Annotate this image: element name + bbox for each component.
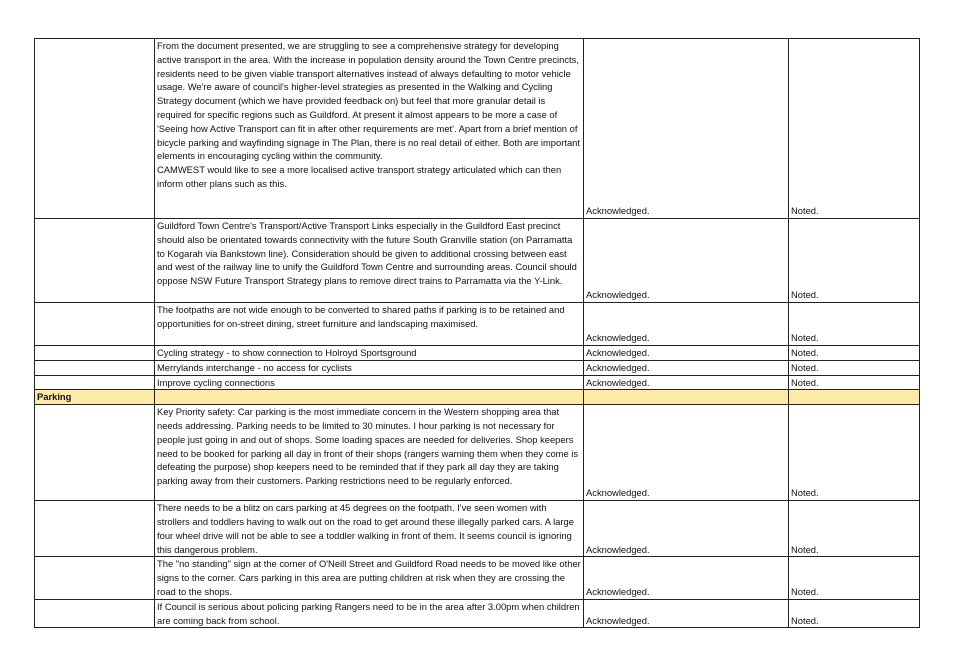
response-cell: Acknowledged.	[583, 218, 789, 303]
category-cell	[34, 38, 155, 219]
table-row: There needs to be a blitz on cars parkin…	[34, 500, 920, 558]
category-cell	[34, 556, 155, 600]
table-row: If Council is serious about policing par…	[34, 598, 920, 629]
response-cell: Acknowledged.	[583, 38, 789, 219]
table-row: Guildford Town Centre's Transport/Active…	[34, 218, 920, 303]
response-cell: Acknowledged.	[583, 302, 789, 346]
response-cell: Acknowledged.	[583, 404, 789, 502]
comment-cell: There needs to be a blitz on cars parkin…	[154, 500, 584, 558]
comment-cell: The "no standing" sign at the corner of …	[154, 556, 584, 600]
comment-cell: Merrylands interchange - no access for c…	[154, 359, 584, 376]
action-cell: Noted.	[788, 404, 920, 502]
table-row: Merrylands interchange - no access for c…	[34, 359, 920, 376]
category-cell	[34, 598, 155, 629]
comment-cell	[154, 389, 584, 406]
response-cell	[583, 389, 789, 406]
response-cell: Acknowledged.	[583, 500, 789, 558]
table-row: The "no standing" sign at the corner of …	[34, 556, 920, 600]
comment-cell: Improve cycling connections	[154, 374, 584, 391]
table-row: The footpaths are not wide enough to be …	[34, 302, 920, 346]
category-cell	[34, 404, 155, 502]
comment-cell: The footpaths are not wide enough to be …	[154, 302, 584, 346]
response-cell: Acknowledged.	[583, 556, 789, 600]
action-cell: Noted.	[788, 598, 920, 629]
action-cell: Noted.	[788, 556, 920, 600]
action-cell: Noted.	[788, 500, 920, 558]
response-cell: Acknowledged.	[583, 345, 789, 361]
category-cell	[34, 374, 155, 391]
action-cell: Noted.	[788, 374, 920, 391]
submissions-table: From the document presented, we are stru…	[34, 38, 920, 629]
action-cell: Noted.	[788, 345, 920, 361]
comment-cell: If Council is serious about policing par…	[154, 598, 584, 629]
response-cell: Acknowledged.	[583, 598, 789, 629]
response-cell: Acknowledged.	[583, 374, 789, 391]
section-row: Parking	[34, 389, 920, 406]
category-cell	[34, 500, 155, 558]
action-cell: Noted.	[788, 38, 920, 219]
response-cell: Acknowledged.	[583, 359, 789, 376]
table-row: Key Priority safety: Car parking is the …	[34, 404, 920, 502]
category-cell	[34, 345, 155, 361]
action-cell: Noted.	[788, 218, 920, 303]
comment-cell: From the document presented, we are stru…	[154, 38, 584, 219]
table-row: From the document presented, we are stru…	[34, 38, 920, 219]
table-row: Cycling strategy - to show connection to…	[34, 345, 920, 361]
category-cell	[34, 359, 155, 376]
comment-cell: Guildford Town Centre's Transport/Active…	[154, 218, 584, 303]
action-cell	[788, 389, 920, 406]
action-cell: Noted.	[788, 359, 920, 376]
category-cell: Parking	[34, 389, 155, 406]
category-cell	[34, 302, 155, 346]
comment-cell: Key Priority safety: Car parking is the …	[154, 404, 584, 502]
category-cell	[34, 218, 155, 303]
action-cell: Noted.	[788, 302, 920, 346]
comment-cell: Cycling strategy - to show connection to…	[154, 345, 584, 361]
